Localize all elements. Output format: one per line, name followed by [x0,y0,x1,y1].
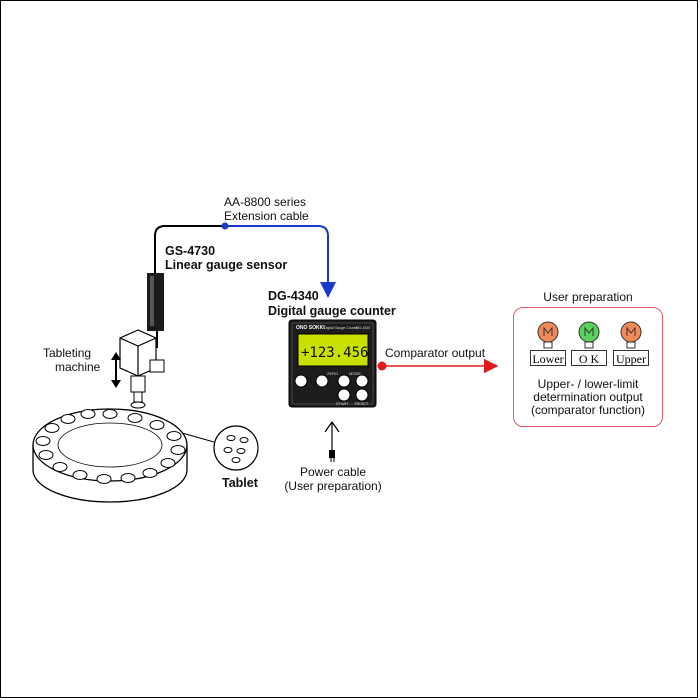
user-prep-title: User preparation [543,290,633,304]
start-button [337,374,351,388]
reset-button [355,374,369,388]
cable-label-line1: AA-8800 series [224,195,307,209]
product-tag: Digital Gauge Counter [324,326,359,330]
user-prep-desc2: determination output [533,390,643,404]
user-prep-desc1: Upper- / lower-limit [537,377,639,391]
rotary-table [32,408,188,503]
power-label-line2: (User preparation) [284,479,382,493]
counter-name: Digital gauge counter [268,304,396,318]
btn-label-zero: ZERO [327,371,339,376]
user-prep-desc3: (comparator function) [530,403,646,417]
lamp-label-lower: Lower [530,350,566,366]
tablet-callout-line [181,432,215,443]
right-button [355,388,369,402]
tablet-callout-circle [213,425,259,471]
lamp-label-ok: O K [571,350,607,366]
product-model-tag: DG-4340 [356,326,370,330]
user-prep-box [513,307,663,427]
tableting-machine-head [119,329,165,409]
lamp-lower [537,321,559,349]
lcd-display [297,333,369,367]
lamp-upper [620,321,642,349]
btn-label-reset: RESET [355,401,369,406]
mode-button [315,374,329,388]
power-label-line1: Power cable [299,465,367,479]
btn-label-mode: MODE [349,371,361,376]
up-down-arrow-icon [111,352,121,388]
btn-label-start: START [336,401,349,406]
punch-holes [35,409,186,484]
extension-cable-blue [225,225,336,298]
counter-model: DG-4340 [268,289,319,303]
cable-junction-dot [221,222,229,230]
tablet-icons [223,435,249,463]
machine-label-line2: machine [55,360,101,374]
machine-label-line1: Tableting [43,346,92,360]
sensor-name: Linear gauge sensor [165,258,288,272]
power-cable [324,421,340,462]
sensor-cable-black [154,225,225,273]
lamp-ok [578,321,600,349]
digital-gauge-counter: ONO SOKKI Digital Gauge Counter DG-4340 … [288,319,377,408]
brand-tag: ONO SOKKI [296,325,325,331]
sensor-model: GS-4730 [165,244,216,258]
lamp-label-upper: Upper [613,350,649,366]
linear-gauge-sensor [147,273,164,348]
cable-label-line2: Extension cable [224,209,309,223]
lcd-value: +123.456 [301,345,368,361]
tablet-label: Tablet [222,476,258,490]
zero-button [294,374,308,388]
down-button [337,388,351,402]
comparator-label: Comparator output [385,346,486,360]
comparator-output-dot [377,361,387,371]
